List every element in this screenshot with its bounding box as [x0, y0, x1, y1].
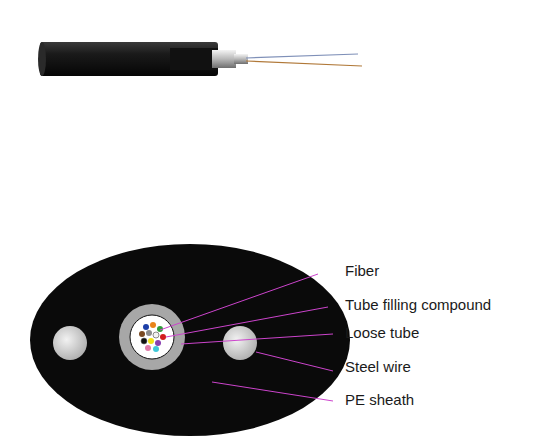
part-label: Tube filling compound [345, 296, 491, 314]
part-label: Loose tube [345, 324, 419, 342]
fiber-strand [246, 54, 358, 58]
steel-wire [53, 326, 87, 360]
cable-end [38, 42, 46, 76]
cable-jacket [40, 42, 218, 76]
fiber-strand [246, 61, 362, 66]
part-label: PE sheath [345, 391, 414, 409]
leader-lines [160, 274, 333, 401]
inner-tube [234, 54, 248, 64]
cable-side-view [38, 42, 362, 76]
loose-tube [119, 304, 185, 370]
cable-cross-section [30, 244, 350, 436]
jacket-cut [170, 48, 218, 70]
steel-wire [223, 326, 257, 360]
part-label: Steel wire [345, 358, 411, 376]
part-label: Fiber [345, 262, 379, 280]
tube-segment [212, 50, 236, 68]
pe-sheath [30, 244, 350, 436]
fiber-bundle [139, 322, 166, 352]
